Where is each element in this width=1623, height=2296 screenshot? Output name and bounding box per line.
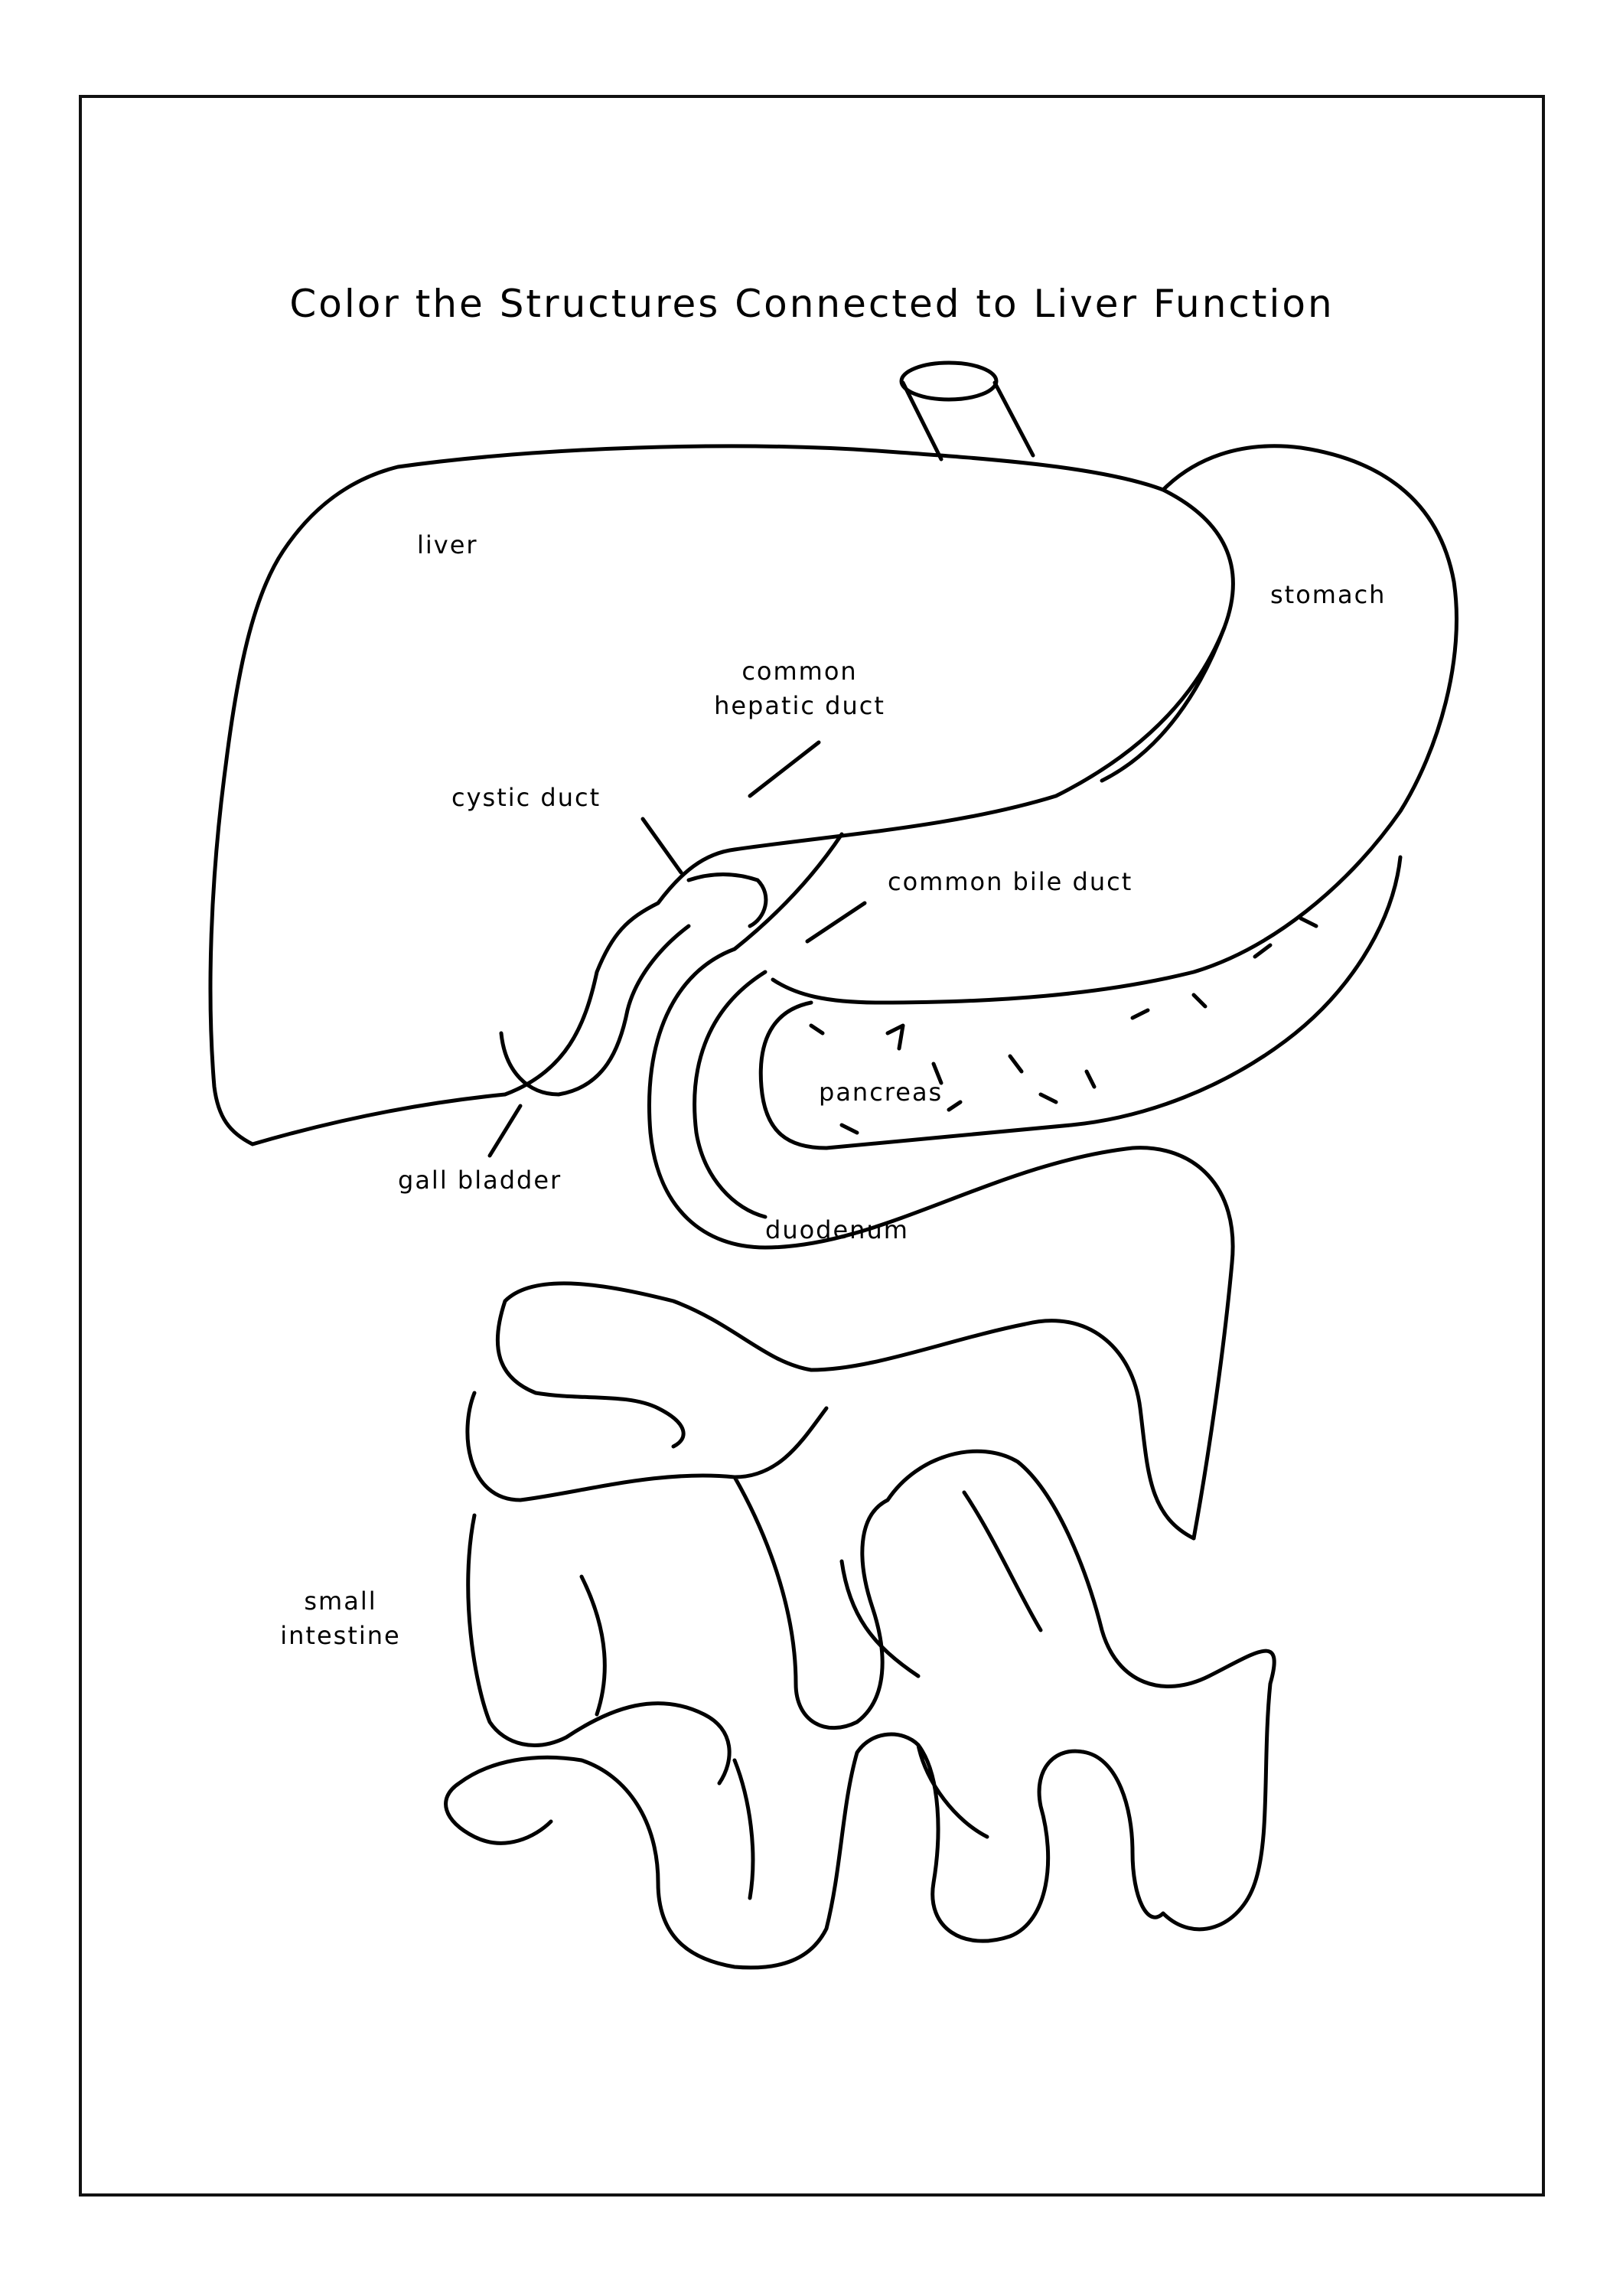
label-small-intestine-line1: small xyxy=(304,1587,377,1616)
label-common-hepatic-duct-line1: common xyxy=(741,657,858,686)
page-border xyxy=(79,95,1545,2197)
page-title: Color the Structures Connected to Liver … xyxy=(289,282,1335,326)
label-liver: liver xyxy=(417,530,478,559)
label-gall-bladder: gall bladder xyxy=(398,1166,562,1195)
gall-bladder-outline xyxy=(499,924,691,1097)
label-stomach: stomach xyxy=(1270,580,1387,609)
duodenum-inner xyxy=(693,970,768,1219)
cystic-duct-structure xyxy=(686,872,768,928)
hepatic-duct-pointer xyxy=(748,740,821,798)
label-common-bile-duct: common bile duct xyxy=(888,867,1133,896)
label-common-hepatic-duct-line2: hepatic duct xyxy=(714,690,885,720)
bile-duct-pointer xyxy=(805,901,867,944)
common-hepatic-duct xyxy=(732,832,844,951)
label-pancreas: pancreas xyxy=(819,1078,943,1107)
pancreas-texture xyxy=(809,916,1318,1135)
esophagus-opening xyxy=(899,360,999,402)
esophagus xyxy=(901,380,1035,461)
label-duodenum: duodenum xyxy=(765,1215,909,1244)
common-bile-duct xyxy=(647,947,1235,1541)
small-intestine-loops xyxy=(444,1281,1276,1970)
liver-outline xyxy=(208,444,1235,1146)
label-common-hepatic-duct: common hepatic duct xyxy=(712,654,888,723)
cystic-duct-pointer xyxy=(640,817,683,875)
label-small-intestine: small intestine xyxy=(272,1584,409,1653)
stomach-outline xyxy=(771,444,1458,1005)
label-cystic-duct: cystic duct xyxy=(451,783,601,812)
stomach-inner xyxy=(1100,625,1227,783)
label-small-intestine-line2: intestine xyxy=(280,1620,401,1650)
gall-bladder-pointer xyxy=(487,1104,523,1158)
pancreas-outline xyxy=(758,855,1403,1150)
